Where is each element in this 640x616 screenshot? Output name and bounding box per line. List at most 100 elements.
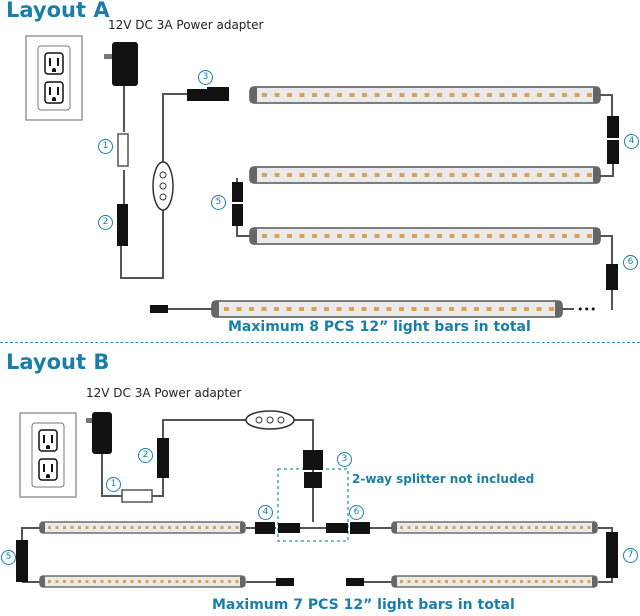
led-chip [299, 93, 305, 97]
led-chip [580, 526, 583, 529]
led-chip [55, 526, 59, 529]
led-chip [562, 173, 567, 177]
led-chip [286, 307, 292, 311]
led-chip [374, 234, 380, 238]
led-chip [361, 307, 367, 311]
led-chip [362, 234, 367, 238]
led-chip [262, 173, 267, 177]
led-chip [324, 307, 329, 311]
led-chip [349, 173, 355, 177]
led-chip [449, 173, 455, 177]
led-chip [467, 580, 471, 583]
led-chip [399, 93, 405, 97]
led-chip [549, 307, 554, 311]
led-chip [205, 526, 209, 529]
led-chip [452, 526, 456, 529]
led-chip [228, 580, 231, 583]
led-chip [512, 234, 517, 238]
led-chip [487, 234, 492, 238]
led-chip [550, 526, 553, 529]
led-chip [78, 526, 81, 529]
led-chip [549, 173, 555, 177]
layout-a-marker-1: 1 [98, 139, 113, 154]
led-chip [48, 580, 51, 583]
layout-a-marker-6: 6 [623, 255, 638, 270]
led-chip [460, 526, 463, 529]
led-chip [262, 93, 267, 97]
led-chip [312, 93, 317, 97]
led-chip [349, 93, 355, 97]
led-chip [168, 580, 171, 583]
led-chip [587, 93, 592, 97]
led-chip [100, 526, 104, 529]
led-chip [467, 526, 471, 529]
led-chip [70, 526, 74, 529]
led-chip [287, 234, 292, 238]
led-chip [415, 526, 418, 529]
led-chip [228, 526, 231, 529]
layout-b-inline-switch-icon [245, 410, 295, 430]
led-chip [287, 173, 292, 177]
led-chip [474, 93, 480, 97]
led-chip [424, 93, 430, 97]
led-chip [153, 526, 156, 529]
led-chip [220, 580, 224, 583]
led-chip [474, 234, 480, 238]
led-chip [557, 526, 561, 529]
led-chip [437, 580, 441, 583]
led-chip [520, 526, 523, 529]
led-chip [511, 307, 517, 311]
layout-b-marker-3: 3 [337, 452, 352, 467]
layout-a-cable-connector-icon [117, 87, 619, 313]
led-chip [205, 580, 209, 583]
led-chip [399, 234, 405, 238]
led-chip [562, 93, 567, 97]
led-chip [490, 526, 493, 529]
led-chip [130, 580, 134, 583]
led-chip [85, 526, 89, 529]
led-chip [160, 580, 164, 583]
section-divider [0, 342, 640, 343]
led-chip [324, 173, 330, 177]
led-chip [374, 93, 380, 97]
led-chip [299, 234, 305, 238]
led-chip [574, 234, 580, 238]
led-chip [512, 580, 516, 583]
led-chip [387, 173, 392, 177]
layout-b-adapter-label: 12V DC 3A Power adapter [86, 386, 242, 400]
led-chip [175, 580, 179, 583]
led-chip [78, 580, 81, 583]
layout-b-caption: Maximum 7 PCS 12” light bars in total [212, 597, 515, 613]
led-chip [587, 173, 592, 177]
led-chip [505, 580, 508, 583]
led-chip [274, 173, 280, 177]
led-chip [274, 93, 280, 97]
led-chip [123, 526, 126, 529]
led-chip [287, 93, 292, 97]
led-chip [115, 580, 119, 583]
led-chip [524, 93, 530, 97]
splitter-note: 2-way splitter not included [352, 472, 535, 486]
led-chip [445, 526, 448, 529]
layout-b-cable-connector-icon [16, 438, 618, 586]
led-chip [437, 173, 442, 177]
led-chip [337, 93, 342, 97]
led-chip [100, 580, 104, 583]
led-chip [138, 526, 141, 529]
led-chip [535, 526, 538, 529]
led-chip [497, 526, 501, 529]
led-chip [537, 234, 542, 238]
led-chip [449, 93, 455, 97]
led-chip [337, 173, 342, 177]
led-chip [486, 307, 492, 311]
led-chip [424, 234, 430, 238]
layout-a-power-adapter-icon [104, 42, 138, 86]
led-chip [505, 526, 508, 529]
led-chip [437, 234, 442, 238]
led-chip [557, 580, 561, 583]
led-chip [452, 580, 456, 583]
led-chip [399, 173, 405, 177]
led-chip [336, 307, 342, 311]
led-chip [190, 580, 194, 583]
